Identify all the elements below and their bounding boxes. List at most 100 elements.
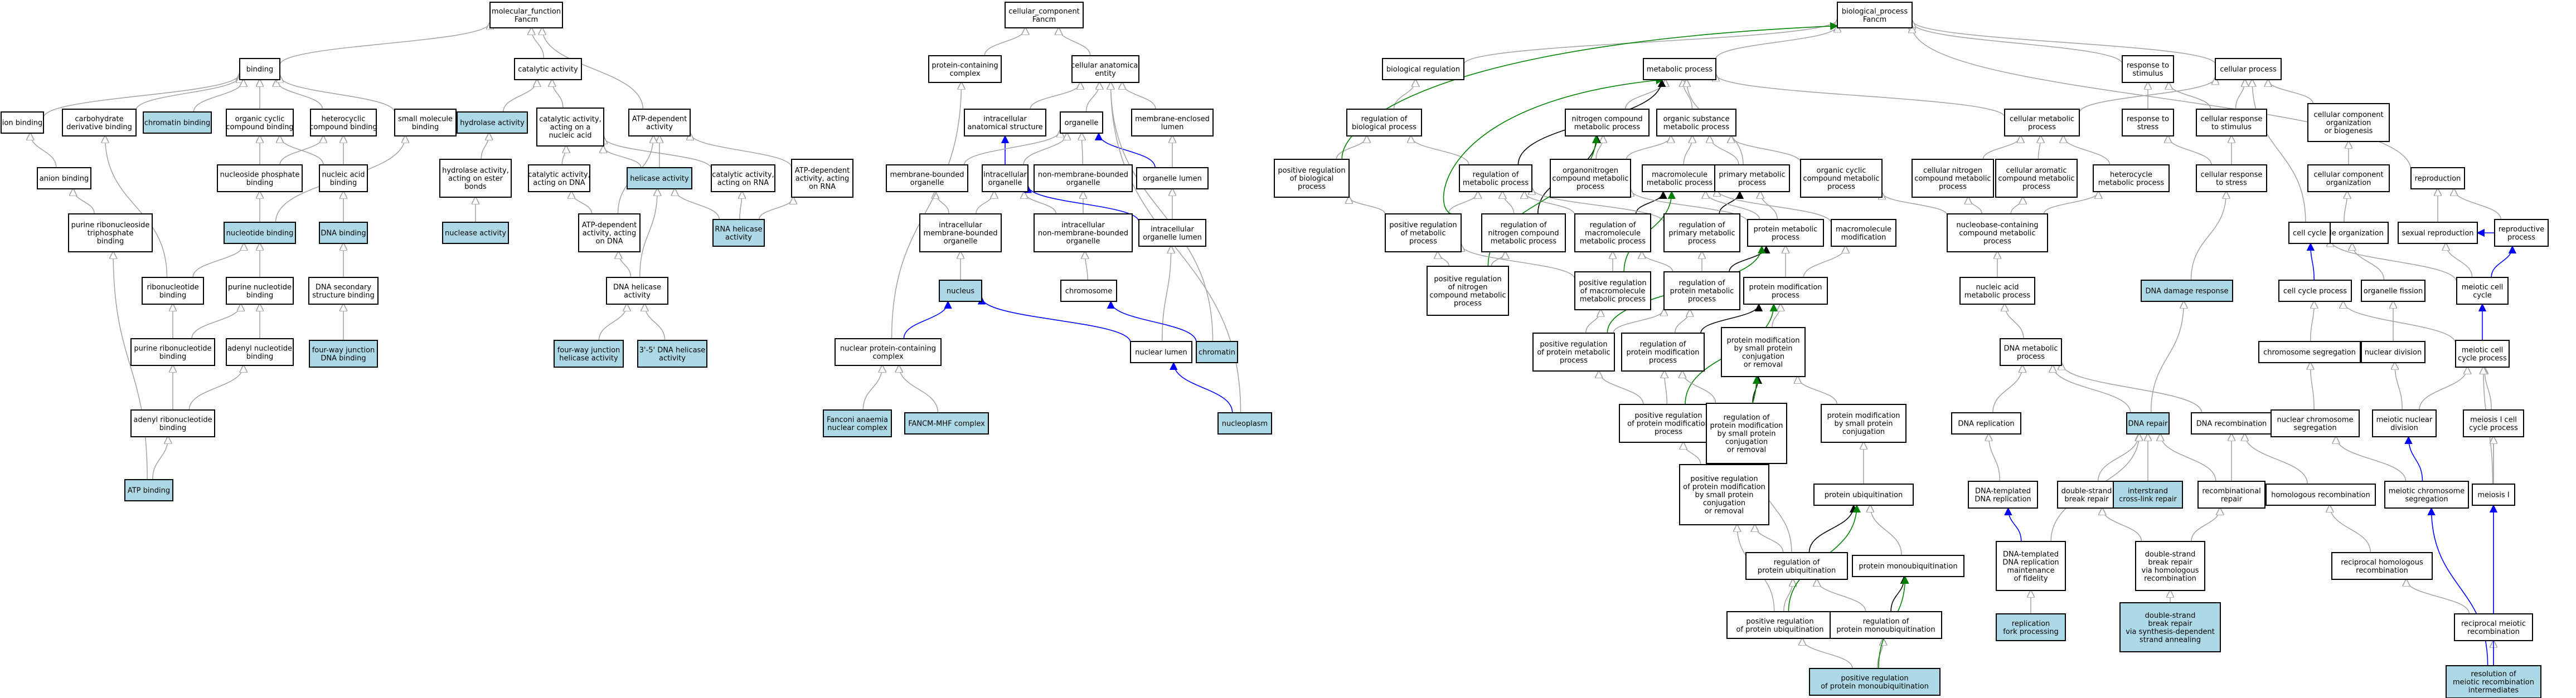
edge-reg-regprotmod-to-protmod bbox=[1700, 303, 1763, 334]
node-box bbox=[2196, 164, 2267, 192]
node-box bbox=[1138, 219, 1206, 247]
node-box bbox=[1550, 159, 1631, 198]
node-box bbox=[489, 2, 563, 28]
edge-is_a-regprotmodsp-to-regprotmod bbox=[1682, 371, 1716, 404]
node-box bbox=[1996, 541, 2066, 591]
edge-is_a-atpb-to-adenrib bbox=[152, 437, 168, 480]
edge-is_a-protmodsp-to-protmod bbox=[1772, 304, 1781, 328]
edge-is_a-meiochromseg-to-nucchromseg bbox=[2336, 437, 2407, 482]
node-box bbox=[2288, 222, 2331, 244]
node-box bbox=[2000, 338, 2062, 366]
node-box bbox=[823, 409, 892, 437]
node-box bbox=[1996, 613, 2066, 641]
node-box bbox=[217, 164, 303, 192]
node-box bbox=[1852, 555, 1964, 577]
node-box bbox=[2119, 602, 2221, 652]
node-box bbox=[2472, 484, 2515, 506]
edge-is_a-regprotubiq-to-posregprotmodsp bbox=[1755, 525, 1784, 553]
edge-is_a-dnamet-to-namp bbox=[2005, 304, 2024, 339]
node-cellproc: cellular process bbox=[2215, 58, 2282, 80]
node-label: nuclear lumen bbox=[1135, 349, 1187, 357]
edge-is_a-nuclumen-to-intralumen bbox=[1161, 246, 1171, 342]
node-binding: binding bbox=[239, 58, 280, 80]
edge-is_a-orgncmp-to-osmp bbox=[1626, 136, 1671, 160]
node-dnadamage: DNA damage response bbox=[2141, 280, 2233, 302]
edge-is_a-dnarep-to-dnamet bbox=[1992, 365, 2022, 413]
node-box bbox=[886, 164, 968, 192]
edge-is_a-dnatemp-to-dnarep bbox=[1988, 434, 2001, 482]
node-box bbox=[2278, 280, 2352, 302]
edge-is_a-respstim-to-bp bbox=[1912, 22, 2123, 65]
edge-is_a-purntp-to-anionb bbox=[73, 189, 95, 214]
edge-is_a-cellcycle-to-cellproc bbox=[2252, 80, 2306, 223]
edge-is_a-macromod-to-macromp bbox=[1717, 189, 1832, 223]
node-label: chromatin bbox=[1199, 349, 1235, 357]
edge-part_of-dnatempmaint-to-dnatemp bbox=[2004, 507, 2022, 542]
edge-is_a-meiosis1cc-to-meioccproc bbox=[2485, 367, 2492, 411]
node-box bbox=[68, 213, 153, 252]
node-box bbox=[457, 111, 528, 134]
node-dnab: DNA binding bbox=[319, 222, 368, 244]
node-box bbox=[1747, 219, 1824, 247]
node-repro: reproduction bbox=[2410, 167, 2465, 189]
edge-is_a-purribb-to-purnb bbox=[191, 304, 241, 339]
node-label: homologous recombination bbox=[2271, 491, 2370, 500]
edge-is_a-recmeiorecomb-to-rechomrecomb bbox=[2407, 579, 2470, 614]
node-box bbox=[1714, 164, 1790, 192]
edge-is_a-cellanat-to-cc bbox=[1059, 28, 1091, 56]
node-label: organelle fission bbox=[2364, 287, 2423, 296]
node-box bbox=[1621, 333, 1705, 372]
edge-is_a-cellmet-to-metproc bbox=[1716, 75, 2005, 118]
node-box bbox=[2215, 58, 2282, 80]
node-box bbox=[1726, 611, 1833, 639]
node-box bbox=[1532, 333, 1615, 372]
node-box bbox=[1642, 164, 1718, 192]
node-box bbox=[1574, 213, 1651, 252]
edge-is_a-helicase-to-catna bbox=[603, 146, 642, 168]
node-label: sexual reproduction bbox=[2402, 230, 2473, 238]
node-label: organelle bbox=[1065, 119, 1099, 128]
edge-is_a-hydrolase-to-catact bbox=[502, 80, 537, 113]
edge-is_a-meionucdiv-to-nucdiv bbox=[2395, 363, 2403, 411]
node-box bbox=[130, 338, 215, 366]
node-box bbox=[2494, 219, 2549, 247]
node-box bbox=[2113, 481, 2183, 509]
node-box bbox=[2004, 109, 2080, 136]
edge-is_a-posregprotmonoubiq-to-posregprotubiq bbox=[1802, 638, 1853, 669]
node-box bbox=[637, 340, 707, 368]
edge-is_a-posregbp-to-regbp bbox=[1336, 136, 1367, 160]
